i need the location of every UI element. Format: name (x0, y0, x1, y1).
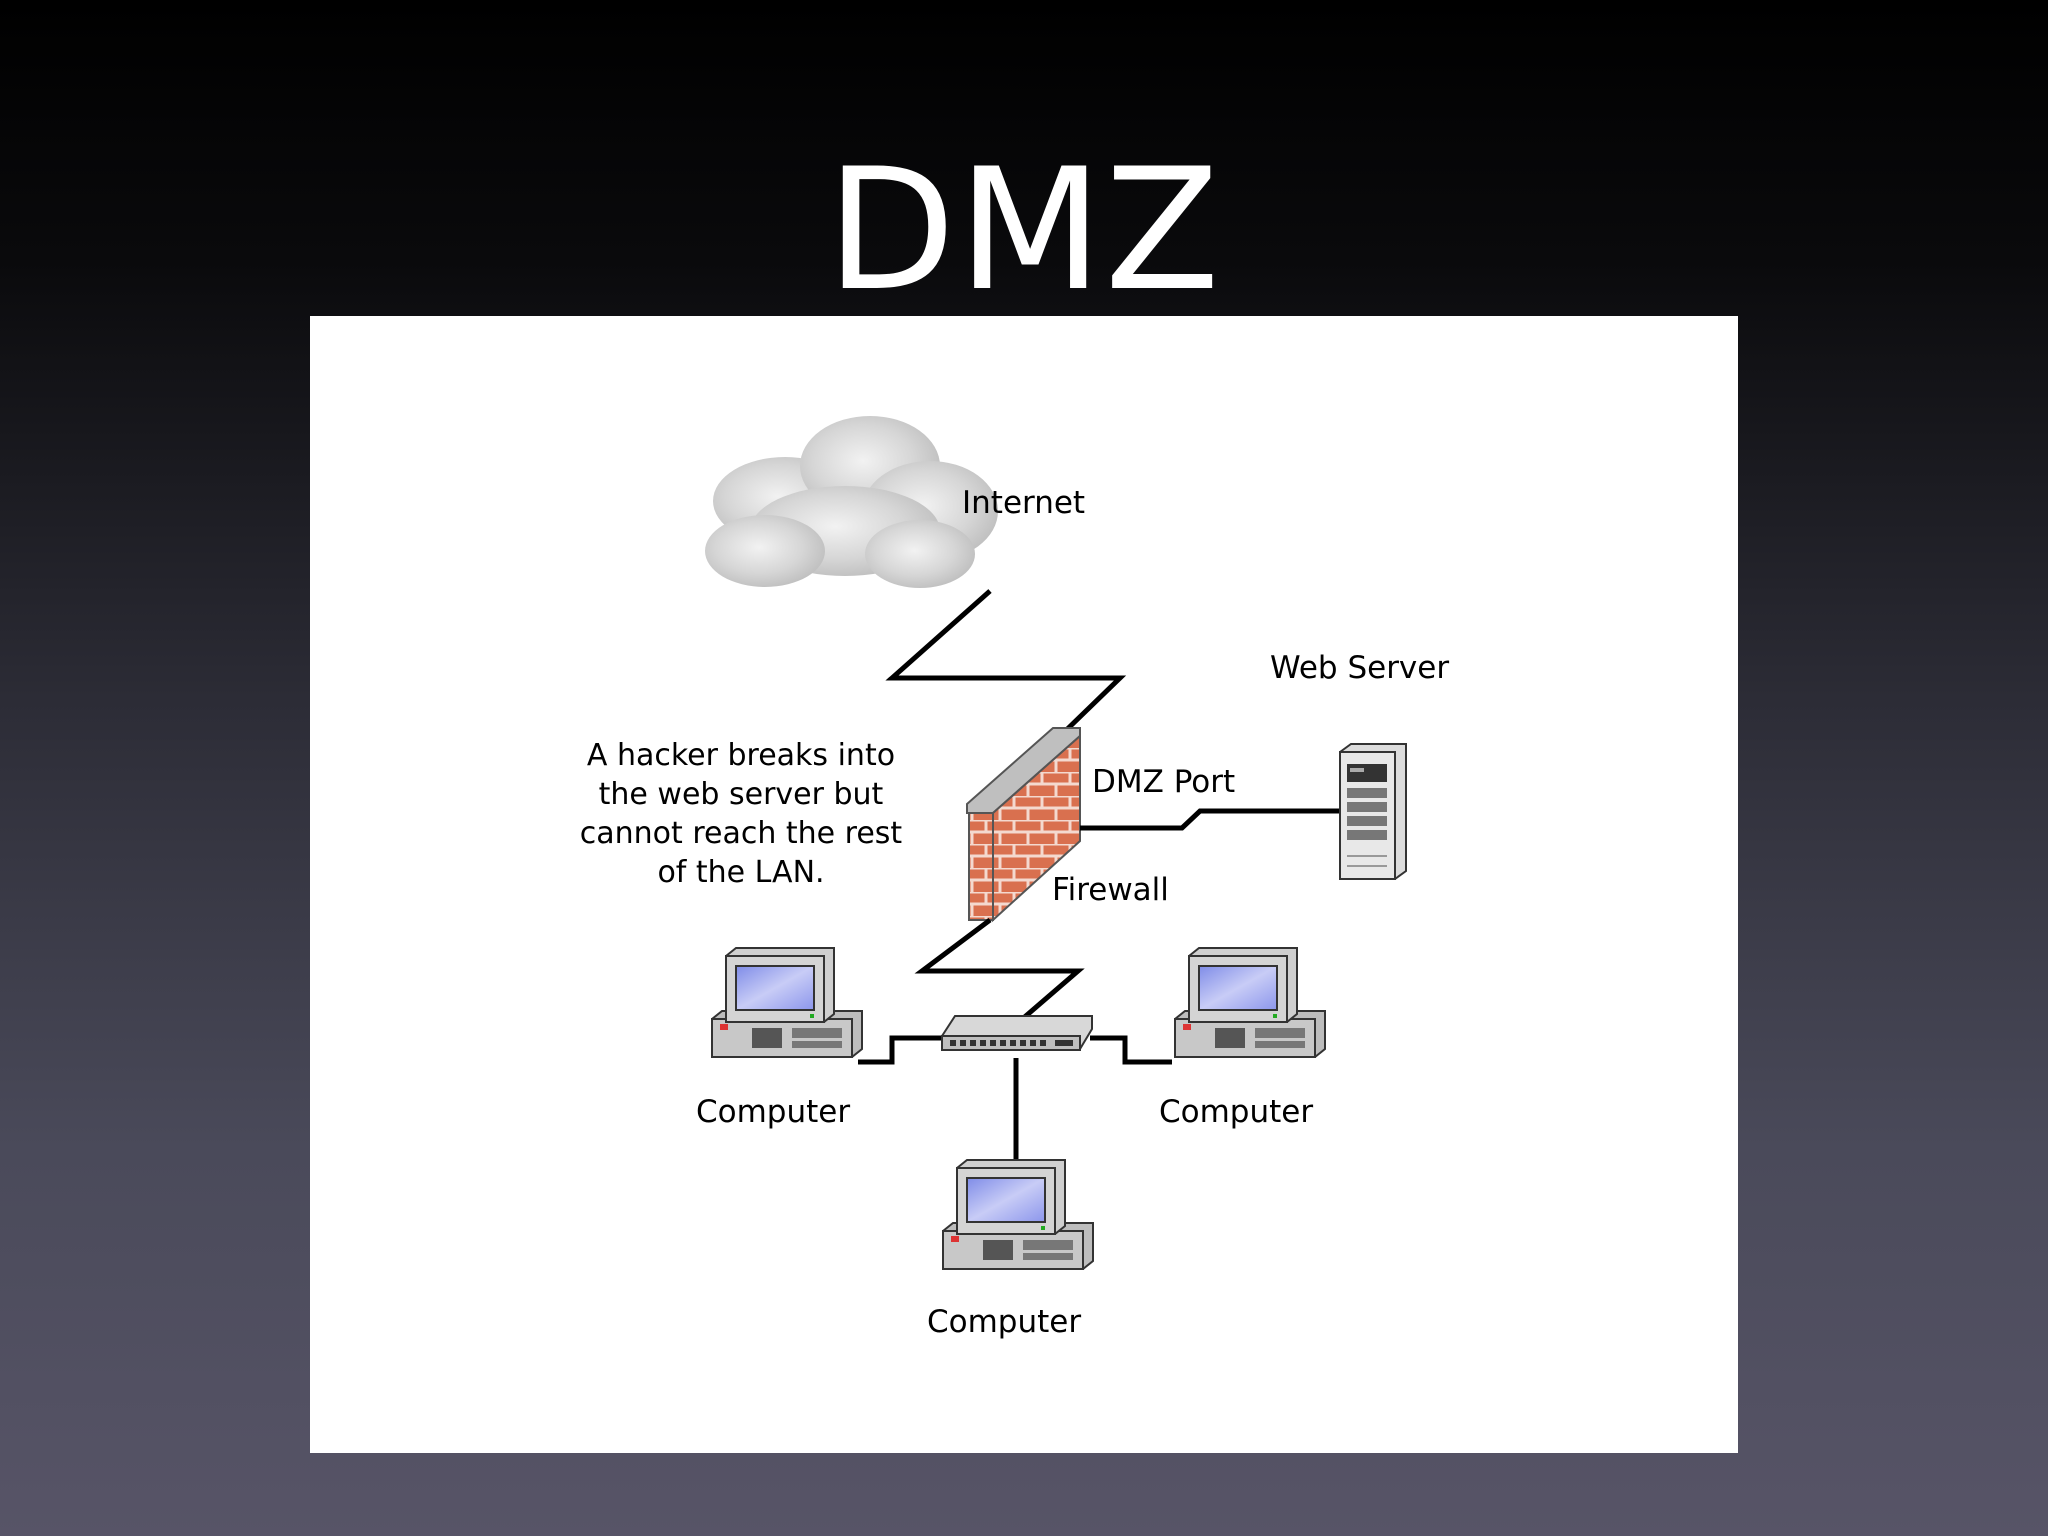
computer-left-label: Computer (696, 1094, 851, 1130)
computer-right-label: Computer (1159, 1094, 1314, 1130)
dmz-link (1080, 808, 1340, 831)
hub-right-cable (1090, 1035, 1172, 1065)
hub-left-cable (858, 1035, 942, 1065)
firewall-icon (966, 727, 1081, 923)
computer-bottom-label: Computer (927, 1304, 1082, 1340)
computer-bottom-icon (942, 1159, 1094, 1270)
internet-cloud-icon (705, 416, 998, 588)
web-server-icon (1339, 743, 1407, 880)
hacker-note-line: the web server but (598, 777, 884, 812)
hacker-note: A hacker breaks into the web server but … (541, 736, 941, 892)
firewall-label: Firewall (1052, 872, 1169, 908)
computer-right-icon (1174, 947, 1326, 1058)
hacker-note-line: cannot reach the rest (579, 816, 903, 851)
slide-title: DMZ (826, 132, 1222, 328)
internet-label: Internet (962, 485, 1086, 521)
dmz-port-label: DMZ Port (1092, 764, 1236, 800)
internet-link (885, 589, 1127, 743)
web-server-label: Web Server (1270, 650, 1450, 686)
firewall-hub-link (914, 918, 1085, 1023)
dmz-diagram: Internet Web Server DMZ Port Firewall A … (310, 316, 1738, 1453)
hub-link-left-wire (890, 1038, 942, 1062)
hub-icon (941, 1015, 1093, 1051)
hacker-note-line: of the LAN. (657, 855, 825, 890)
hacker-note-line: A hacker breaks into (586, 738, 896, 773)
computer-left-icon (711, 947, 863, 1058)
diagram-canvas (705, 416, 1407, 1270)
